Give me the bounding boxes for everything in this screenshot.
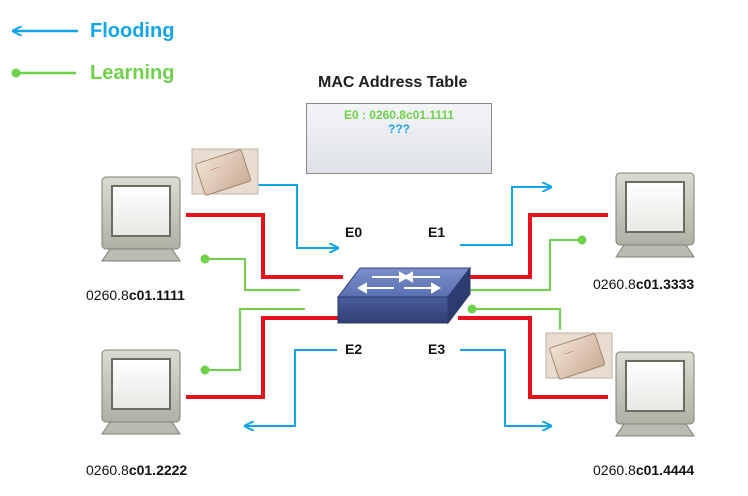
computer-icon-bottom-left	[101, 349, 181, 435]
link-e3	[458, 316, 608, 399]
learning-path-e3	[472, 308, 561, 330]
links	[186, 213, 608, 399]
port-label-e2: E2	[345, 341, 363, 357]
host-mac-bottom-left: 0260.8c01.2222	[86, 462, 188, 478]
learning-path-e2	[205, 308, 305, 371]
computer-icon-top-right	[615, 172, 695, 258]
mac-table-unknown-entry: ???	[388, 122, 410, 136]
flood-arrow-e1	[460, 187, 550, 246]
flood-arrow-e0	[236, 184, 337, 248]
flood-arrow-e3	[460, 349, 550, 426]
link-e0	[186, 213, 343, 279]
learning-dot-e2	[200, 365, 210, 375]
port-label-e0: E0	[345, 224, 363, 240]
learning-path-e1	[470, 239, 582, 291]
mac-address-table: E0 : 0260.8c01.1111 ???	[306, 103, 492, 174]
computer-icon-bottom-right	[615, 351, 695, 437]
link-e1	[458, 213, 608, 279]
frame-icon-bottom-right: ~~~	[545, 332, 613, 380]
switch	[336, 266, 472, 325]
port-label-e3: E3	[428, 341, 446, 357]
learning-dot-e3	[467, 304, 477, 314]
mac-table-entry: E0 : 0260.8c01.1111	[343, 108, 455, 122]
port-label-e1: E1	[428, 224, 446, 240]
flooding-arrows	[236, 185, 550, 426]
learning-path-e0	[205, 258, 300, 291]
learning-dot-e0	[200, 254, 210, 264]
host-mac-top-left: 0260.8c01.1111	[86, 287, 185, 303]
frame-icon-top-left: ~~~	[191, 148, 259, 196]
svg-text:~~~: ~~~	[564, 349, 574, 357]
host-mac-top-right: 0260.8c01.3333	[593, 276, 695, 292]
svg-text:~~~: ~~~	[210, 165, 220, 173]
flood-arrow-e2	[246, 349, 337, 426]
learning-dot-e1	[577, 235, 587, 245]
computer-icon-top-left	[101, 176, 181, 262]
legend-flooding-label: Flooding	[90, 20, 175, 42]
learning-paths	[200, 235, 587, 375]
legend-learning-icon	[11, 68, 76, 78]
mac-table-title: MAC Address Table	[318, 74, 468, 91]
legend-learning-label: Learning	[90, 62, 175, 84]
link-e2	[186, 316, 343, 399]
host-mac-bottom-right: 0260.8c01.4444	[593, 462, 695, 478]
